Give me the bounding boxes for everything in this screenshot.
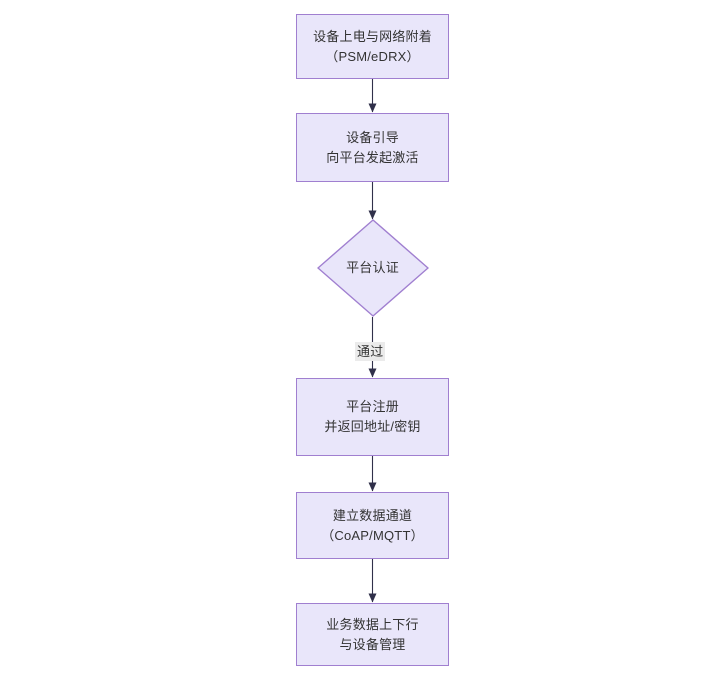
node-device-bootstrap-line2: 向平台发起激活 [326,149,419,165]
node-data-channel-line2: （CoAP/MQTT） [321,527,424,543]
node-data-channel[interactable]: 建立数据通道 （CoAP/MQTT） [296,492,449,559]
node-device-power-on-line1: 设备上电与网络附着 [313,28,432,44]
node-business-data-line2: 与设备管理 [339,636,406,652]
node-device-bootstrap[interactable]: 设备引导 向平台发起激活 [296,113,449,182]
node-business-data-line1: 业务数据上下行 [326,616,419,632]
node-device-bootstrap-line1: 设备引导 [346,129,399,145]
edge-label-pass: 通过 [355,342,386,361]
node-platform-registration[interactable]: 平台注册 并返回地址/密钥 [296,378,449,456]
node-device-power-on-line2: （PSM/eDRX） [325,48,420,64]
node-data-channel-line1: 建立数据通道 [332,507,413,523]
node-platform-registration-line1: 平台注册 [346,399,399,414]
diamond-shape [316,219,429,317]
node-device-power-on[interactable]: 设备上电与网络附着 （PSM/eDRX） [296,14,449,79]
node-platform-auth-decision[interactable]: 平台认证 [316,219,429,317]
node-business-data[interactable]: 业务数据上下行 与设备管理 [296,603,449,666]
node-platform-auth-label: 平台认证 [346,260,399,275]
node-platform-registration-line2: 并返回地址/密钥 [324,419,421,434]
